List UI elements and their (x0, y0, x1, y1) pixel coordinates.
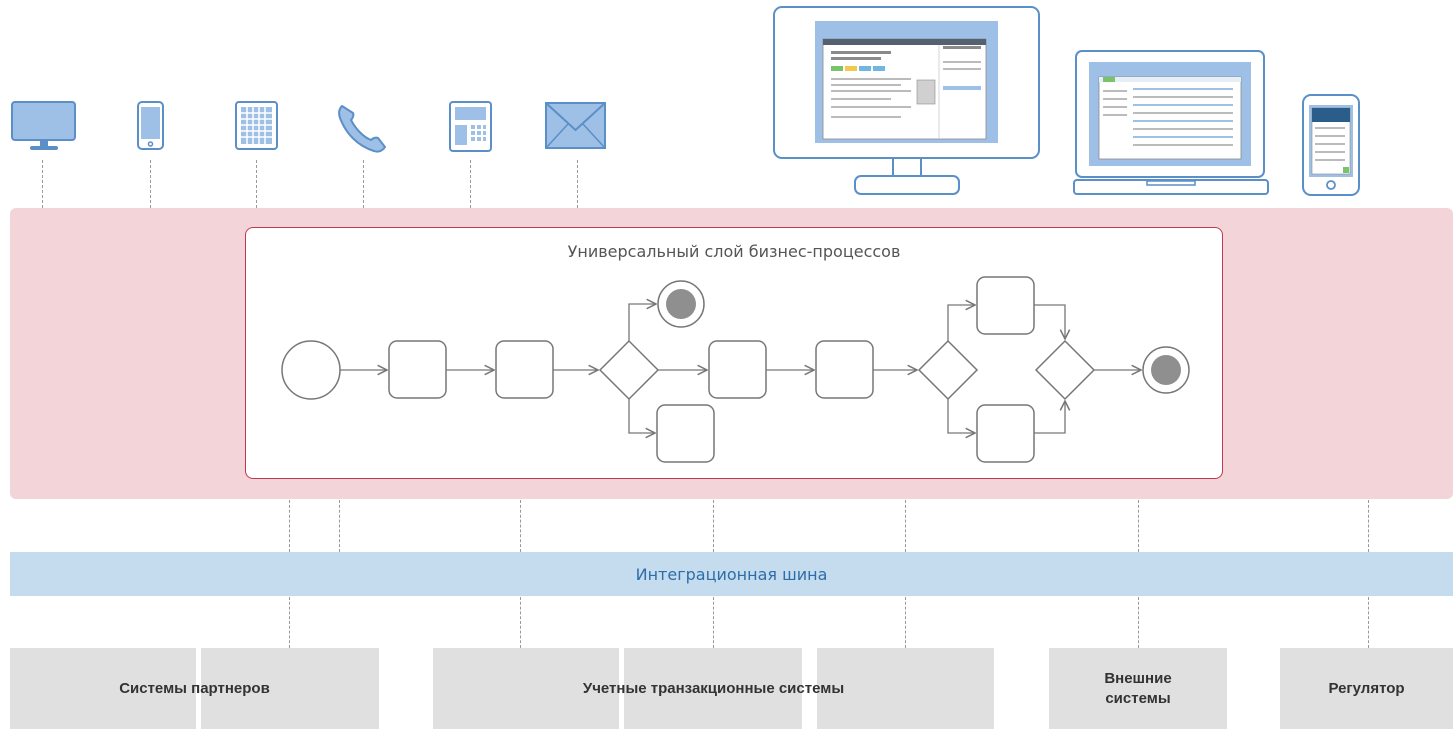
connector-line (1368, 500, 1369, 552)
connector-line (470, 160, 471, 208)
connector-line (42, 160, 43, 208)
gateway-diamond (598, 339, 660, 401)
task-box (815, 340, 874, 399)
end-event-fill (666, 289, 696, 319)
task-box (976, 276, 1035, 335)
connector-line (577, 160, 578, 208)
connector-line (905, 597, 906, 648)
start-event (281, 340, 341, 400)
connector-line (339, 500, 340, 552)
phone-handset-icon (336, 100, 388, 154)
transactional-system-box (817, 648, 994, 729)
task-box (708, 340, 767, 399)
connector-line (1138, 597, 1139, 648)
connector-line (363, 160, 364, 208)
connector-line (289, 597, 290, 648)
sequence-flow (947, 399, 975, 433)
partner-systems-label: Системы партнеров (119, 679, 270, 697)
external-systems-label-line2: системы (1105, 689, 1171, 707)
connector-line (520, 597, 521, 648)
gateway-diamond (917, 339, 979, 401)
sequence-flow (947, 305, 975, 341)
process-layer-title: Универсальный слой бизнес-процессов (567, 242, 901, 261)
external-systems-label: Внешние системы (1049, 648, 1227, 729)
regulator-label: Регулятор (1328, 679, 1405, 697)
terminal-keypad-icon (234, 100, 280, 152)
envelope-icon (544, 100, 608, 152)
task-box (495, 340, 554, 399)
connector-line (713, 500, 714, 552)
sequence-flow (1034, 304, 1065, 339)
transactional-system-box (624, 648, 802, 729)
partner-system-box (10, 648, 196, 729)
connector-line (520, 500, 521, 552)
transactional-system-box (433, 648, 619, 729)
connector-line (905, 500, 906, 552)
pos-terminal-icon (448, 100, 494, 154)
gateway-diamond (1034, 339, 1096, 401)
sequence-flow (1034, 401, 1065, 434)
external-system-box (1049, 648, 1227, 729)
mobile-app-icon (1301, 93, 1361, 197)
large-monitor-app-icon (773, 6, 1041, 196)
task-box (976, 404, 1035, 463)
sequence-flow (628, 399, 655, 433)
laptop-app-icon (1073, 50, 1269, 196)
task-box (656, 404, 715, 463)
external-systems-label-line1: Внешние (1104, 669, 1172, 687)
task-box (388, 340, 447, 399)
connector-line (150, 160, 151, 208)
regulator-box (1280, 648, 1453, 729)
connector-line (256, 160, 257, 208)
connector-line (289, 500, 290, 552)
desktop-monitor-icon (10, 100, 78, 154)
integration-bus-label: Интеграционная шина (635, 564, 828, 584)
connector-line (1368, 597, 1369, 648)
transactional-systems-label: Учетные транзакционные системы (582, 679, 845, 697)
sequence-flow (628, 304, 656, 341)
end-event-fill (1151, 355, 1181, 385)
partner-system-box (201, 648, 379, 729)
smartphone-icon (136, 100, 166, 152)
connector-line (1138, 500, 1139, 552)
integration-bus: Интеграционная шина (10, 552, 1453, 596)
connector-line (713, 597, 714, 648)
